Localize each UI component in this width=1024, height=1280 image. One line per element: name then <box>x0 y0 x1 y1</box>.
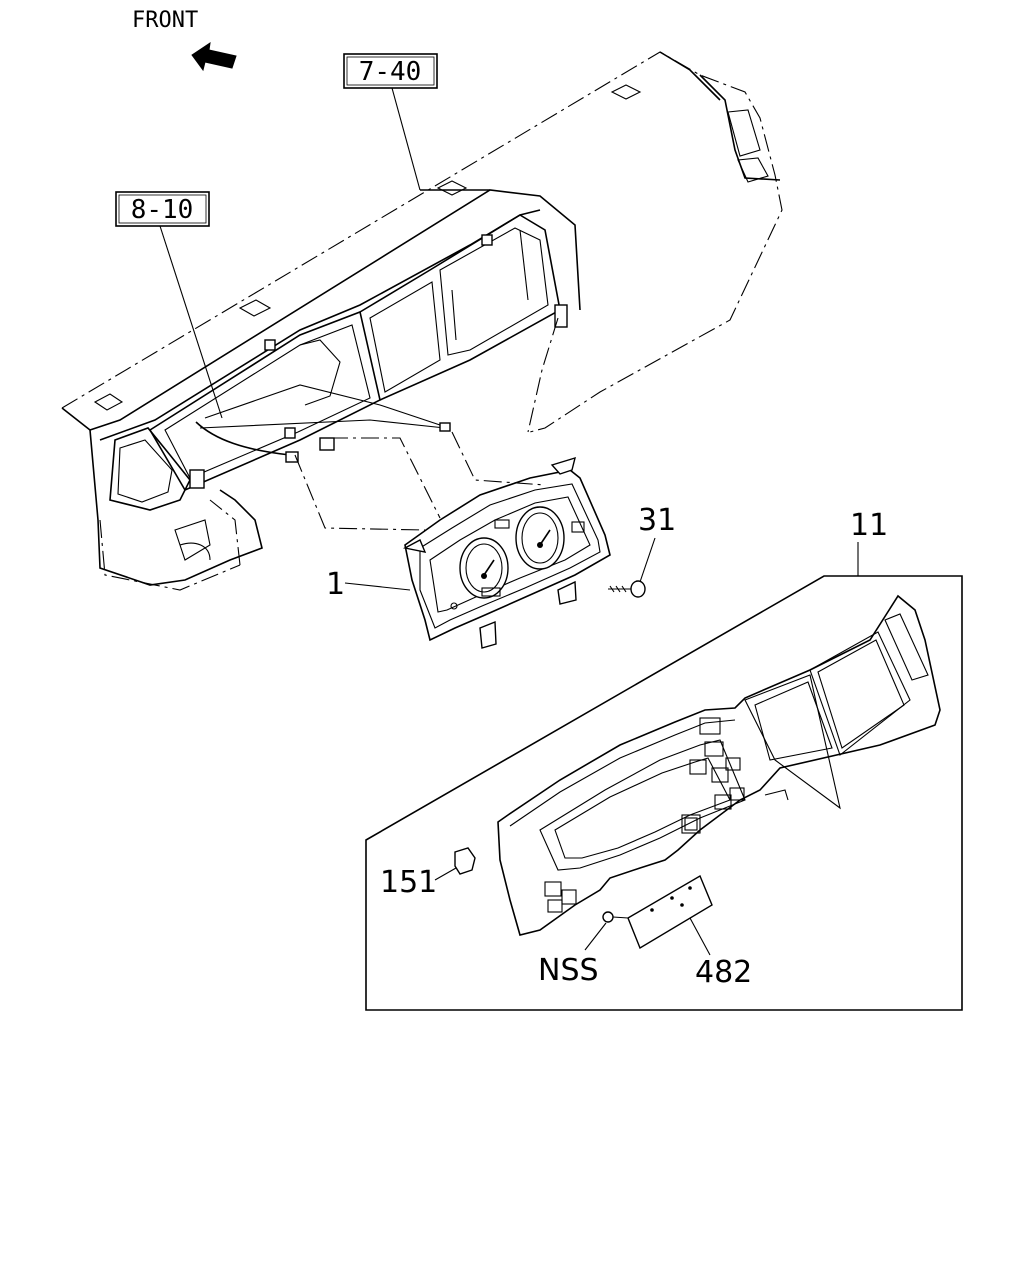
leader-8-10 <box>159 225 223 419</box>
instrument-bezel <box>497 594 941 936</box>
leader-151 <box>434 867 457 881</box>
callout-cluster: 1 <box>326 567 345 602</box>
nut-part <box>602 911 629 923</box>
screw-part <box>608 580 646 598</box>
assembly-lines <box>294 317 559 531</box>
dashboard-panel <box>61 51 783 591</box>
ref-box-lower: 8-10 <box>115 191 210 227</box>
leader-482 <box>689 917 711 956</box>
front-label: FRONT <box>132 8 198 33</box>
leader-nss <box>584 922 607 951</box>
ref-box-lower-label: 8-10 <box>131 195 194 225</box>
ref-box-upper: 7-40 <box>343 53 438 89</box>
callout-screw: 31 <box>638 503 676 538</box>
leader-7-40 <box>391 87 421 191</box>
leader-31 <box>639 537 656 583</box>
plate-part <box>627 874 713 950</box>
clip-part <box>454 847 476 875</box>
bezel-assembly-frame <box>365 575 963 1011</box>
callout-plate: 482 <box>695 955 752 990</box>
speedometer-gauge <box>515 506 565 570</box>
leader-1 <box>344 582 411 591</box>
front-arrow-icon <box>191 41 237 72</box>
callout-clip: 151 <box>380 865 437 900</box>
callout-nut: NSS <box>538 953 599 988</box>
tachometer-gauge <box>459 537 509 599</box>
ref-box-upper-label: 7-40 <box>359 57 422 87</box>
instrument-cluster <box>402 456 611 649</box>
callout-bezel-assembly: 11 <box>850 508 888 543</box>
